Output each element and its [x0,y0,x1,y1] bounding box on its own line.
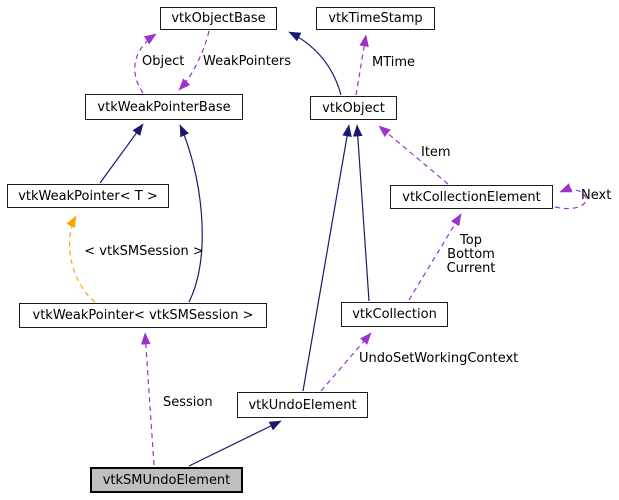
edge-inherit-vtkcollection-to-vtkobject [352,124,370,302]
edge-usage-undosetworkingcontext [320,332,372,392]
node-vtkundoelement[interactable]: vtkUndoElement [237,392,368,418]
edge-usage-top-bottom-current [408,213,462,301]
edge-usage-next-self-loop [554,183,587,210]
edge-inherit-vtkweakpointer-vtksmsession-to-vtkweakpointerbase [179,124,203,303]
edge-label-object: Object [142,54,185,69]
edge-label-session: Session [163,395,213,410]
edge-label-undosetworkingcontext: UndoSetWorkingContext [359,351,519,366]
node-vtksmundoelement: vtkSMUndoElement [90,467,243,493]
edge-usage-item [378,125,449,185]
edge-usage-object [134,33,157,94]
edge-label-weakpointers: WeakPointers [203,54,291,69]
node-vtktimestamp[interactable]: vtkTimeStamp [316,7,435,30]
edge-usage-mtime [355,34,369,96]
edge-inherit-vtkundoelement-to-vtkobject [302,124,352,392]
edge-inherit-vtksmundoelement-to-vtkundoelement [188,420,282,467]
node-vtkobjectbase[interactable]: vtkObjectBase [160,7,277,30]
node-vtkcollection[interactable]: vtkCollection [341,302,448,327]
edge-usage-session [140,332,155,466]
edge-label-top-bottom-current: Top Bottom Current [423,234,519,276]
edge-label-bottom: Bottom [447,247,495,262]
edge-label-next: Next [581,188,612,203]
node-vtkcollectionelement[interactable]: vtkCollectionElement [390,185,553,209]
edge-label-item: Item [421,145,451,160]
node-vtkweakpointer-vtksmsession[interactable]: vtkWeakPointer< vtkSMSession > [19,303,267,328]
node-vtkweakpointerbase[interactable]: vtkWeakPointerBase [85,94,243,120]
node-vtkweakpointer-t[interactable]: vtkWeakPointer< T > [7,184,169,208]
edge-label-mtime: MTime [372,55,416,70]
node-vtkobject[interactable]: vtkObject [310,96,397,120]
edge-inherit-vtkobject-to-vtkobjectbase [288,31,342,96]
edge-label-template-args: < vtkSMSession > [84,244,204,259]
edge-label-top: Top [460,233,482,248]
edge-template-instantiation [66,215,96,303]
edge-inherit-vtkweakpointer-t-to-vtkweakpointerbase [99,123,144,184]
edge-label-current: Current [446,261,496,276]
